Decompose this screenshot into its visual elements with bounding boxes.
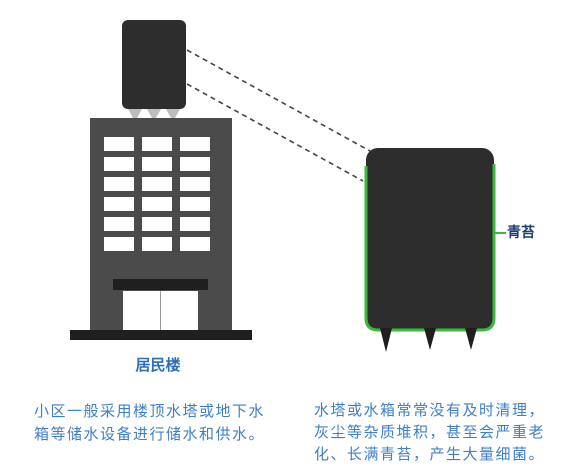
window xyxy=(180,217,210,231)
window xyxy=(180,137,210,151)
tank-leg xyxy=(424,328,436,350)
caption-left-line: 箱等储水设备进行储水和供水。 xyxy=(34,425,266,443)
window xyxy=(142,197,172,211)
window xyxy=(104,157,134,171)
tank-leg xyxy=(380,328,392,352)
roof-water-tank xyxy=(122,20,186,109)
window xyxy=(142,157,172,171)
caption-right-line: 化、长满青苔，产生大量细菌。 xyxy=(314,445,546,463)
window xyxy=(104,237,134,251)
window xyxy=(180,237,210,251)
zoom-connector-upper xyxy=(186,49,371,152)
window xyxy=(142,177,172,191)
window xyxy=(104,197,134,211)
window xyxy=(180,157,210,171)
window xyxy=(180,177,210,191)
entrance-canopy xyxy=(113,279,208,290)
roof-tank-support xyxy=(128,109,142,118)
enlarged-water-tank xyxy=(366,148,494,330)
window xyxy=(180,197,210,211)
building-label: 居民楼 xyxy=(135,356,181,374)
caption-right: 水塔或水箱常常没有及时清理， 灰尘等杂质堆积，甚至会严重老 化、长满青苔，产生大… xyxy=(314,399,545,465)
roof-tank-supports xyxy=(128,109,180,118)
caption-right-line: 灰尘等杂质堆积，甚至会严重老 xyxy=(314,423,546,441)
window xyxy=(104,177,134,191)
enlarged-tank-legs xyxy=(380,328,477,352)
caption-left-line: 小区一般采用楼顶水塔或地下水 xyxy=(34,402,266,420)
roof-tank-support xyxy=(166,109,180,118)
window xyxy=(142,137,172,151)
window xyxy=(104,137,134,151)
zoom-connector-lower xyxy=(186,83,364,182)
tank-leg xyxy=(465,328,477,350)
roof-tank-support xyxy=(147,109,161,118)
moss-label: 青苔 xyxy=(507,225,535,241)
caption-left: 小区一般采用楼顶水塔或地下水 箱等储水设备进行储水和供水。 xyxy=(34,400,265,446)
window xyxy=(104,217,134,231)
building-windows xyxy=(104,137,210,251)
caption-right-line: 水塔或水箱常常没有及时清理， xyxy=(314,401,546,419)
window xyxy=(142,237,172,251)
building-ground-base xyxy=(70,330,252,340)
window xyxy=(142,217,172,231)
